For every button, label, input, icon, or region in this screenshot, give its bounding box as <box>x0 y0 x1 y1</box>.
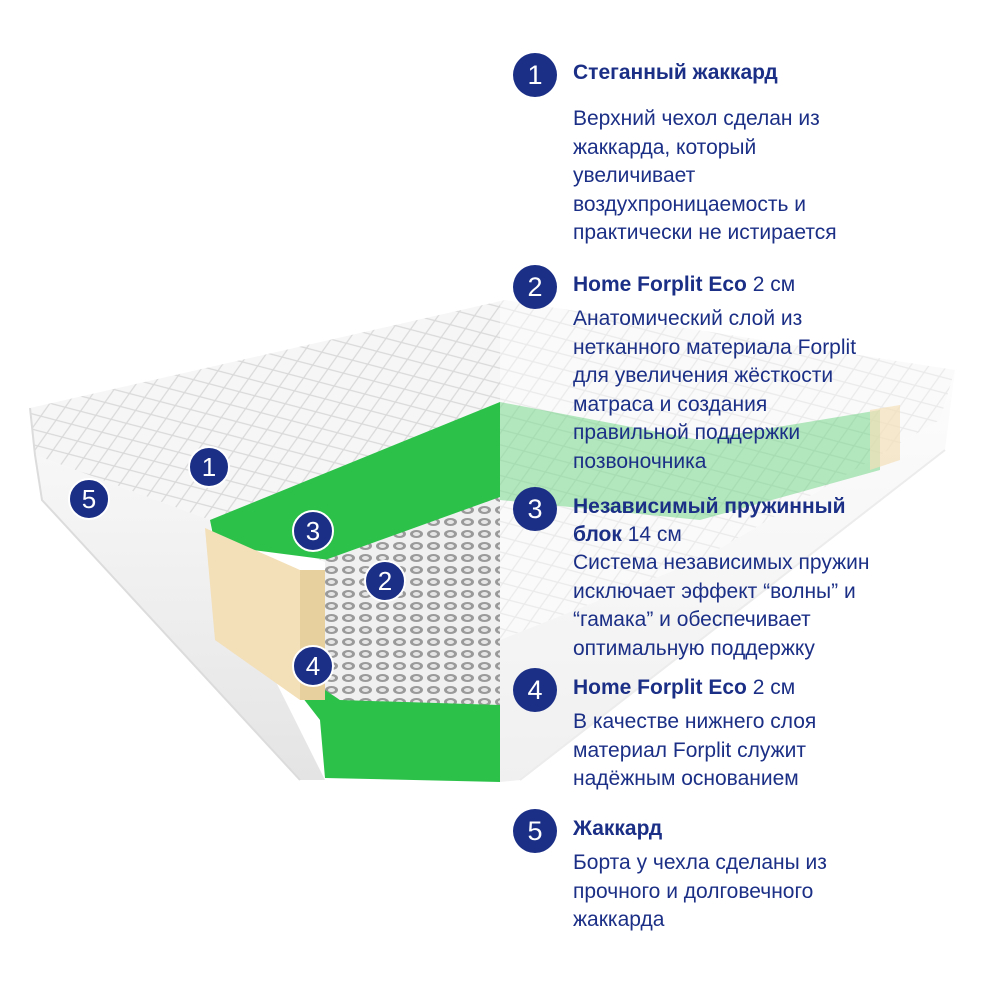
bottom-forplit-layer <box>215 585 500 782</box>
legend-number-badge: 5 <box>513 809 557 853</box>
legend-number-badge: 1 <box>513 53 557 97</box>
legend-item-4: 4 Home Forplit Eco 2 см В качестве нижне… <box>513 668 983 798</box>
layer-marker-2: 2 <box>364 560 406 602</box>
legend-description: Анатомический слой из нетканного материа… <box>573 307 857 473</box>
top-forplit-layer <box>210 402 500 560</box>
legend-item-5: 5 Жаккард Борта у чехла сделаны из прочн… <box>513 809 983 939</box>
legend-description: Система независимых пружин исключает эфф… <box>573 551 870 660</box>
translucent-overlay <box>500 300 1000 800</box>
legend-description: Борта у чехла сделаны из прочного и долг… <box>573 851 827 931</box>
legend-title: Жаккард <box>573 817 663 840</box>
legend-title: Стеганный жаккард <box>573 61 778 84</box>
legend-description: В качестве нижнего слоя материал Forplit… <box>573 710 817 790</box>
mattress-right-side <box>500 370 955 782</box>
legend-item-1: 1 Стеганный жаккард Верхний чехол сделан… <box>513 53 983 253</box>
layer-marker-5: 5 <box>68 478 110 520</box>
layer-marker-4: 4 <box>292 645 334 687</box>
legend-title: Независимый пружинный блок 14 см <box>573 495 846 546</box>
legend-item-3: 3 Независимый пружинный блок 14 см Систе… <box>513 487 983 662</box>
legend-title: Home Forplit Eco 2 см <box>573 676 796 699</box>
legend-number-badge: 2 <box>513 265 557 309</box>
legend-number-badge: 3 <box>513 487 557 531</box>
legend-description: Верхний чехол сделан из жаккарда, которы… <box>573 107 837 244</box>
layer-marker-1: 1 <box>188 446 230 488</box>
layer-marker-3: 3 <box>292 510 334 552</box>
legend-item-2: 2 Home Forplit Eco 2 см Анатомический сл… <box>513 265 983 475</box>
legend-number-badge: 4 <box>513 668 557 712</box>
spring-block <box>325 497 500 705</box>
legend-title: Home Forplit Eco 2 см <box>573 273 796 296</box>
